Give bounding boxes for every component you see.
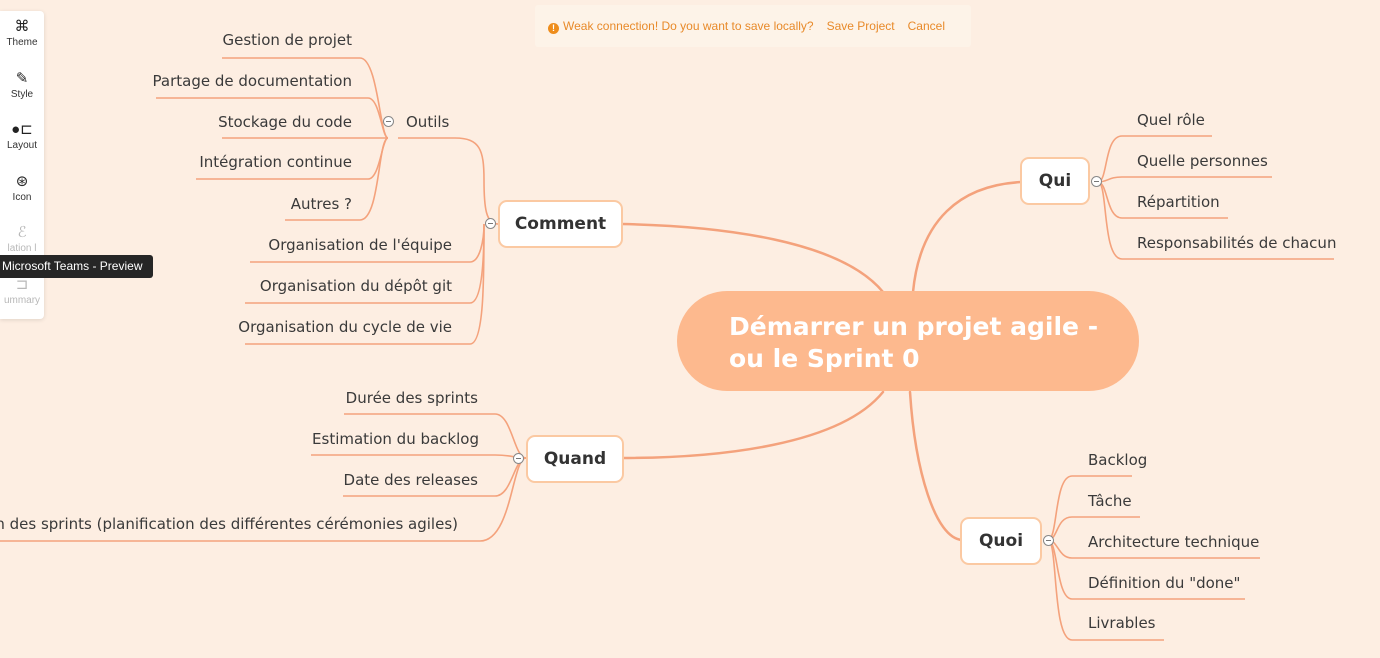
style-label: Style	[10, 89, 34, 100]
branch-qui	[911, 180, 1024, 294]
subtopic-autres[interactable]: Autres ?	[290, 195, 352, 213]
topic-comment-label: Comment	[514, 214, 607, 234]
subtopic-repartition[interactable]: Répartition	[1137, 193, 1220, 211]
style-icon: ✎	[15, 70, 29, 87]
subtopic-definition-done[interactable]: Définition du "done"	[1088, 574, 1241, 592]
collapse-qui-toggle[interactable]	[1091, 176, 1102, 187]
summary-button[interactable]: ⊐ ummary	[0, 276, 44, 308]
subtopic-organisation-cycle-vie[interactable]: Organisation du cycle de vie	[238, 318, 452, 336]
collapse-comment-toggle[interactable]	[485, 218, 496, 229]
topic-quoi[interactable]: Quoi	[960, 517, 1042, 565]
central-topic[interactable]: Démarrer un projet agile - ou le Sprint …	[677, 291, 1139, 391]
relation-label: lation l	[7, 243, 37, 254]
topic-quoi-label: Quoi	[978, 531, 1024, 551]
subtopic-organisation-sprints[interactable]: sation des sprints (planification des di…	[0, 515, 458, 533]
subtopic-backlog[interactable]: Backlog	[1088, 451, 1148, 469]
relation-icon: ℰ	[17, 224, 27, 241]
topic-quand[interactable]: Quand	[526, 435, 624, 483]
subtopic-stockage-code[interactable]: Stockage du code	[218, 113, 352, 131]
style-button[interactable]: ✎ Style	[0, 70, 44, 102]
tooltip: Microsoft Teams - Preview	[0, 255, 153, 278]
theme-button[interactable]: ⌘ Theme	[0, 18, 44, 50]
save-project-button[interactable]: Save Project	[826, 19, 895, 33]
collapse-quand-toggle[interactable]	[513, 453, 524, 464]
subtopic-date-releases[interactable]: Date des releases	[343, 471, 478, 489]
branch-quand	[620, 390, 885, 460]
layout-icon: ●⊏	[11, 121, 33, 138]
subtopic-quelle-personnes[interactable]: Quelle personnes	[1137, 152, 1268, 170]
summary-label: ummary	[3, 295, 41, 306]
layout-button[interactable]: ●⊏ Layout	[0, 121, 44, 153]
summary-icon: ⊐	[15, 276, 29, 293]
subtopic-architecture-technique[interactable]: Architecture technique	[1088, 533, 1260, 551]
subtopic-livrables[interactable]: Livrables	[1088, 614, 1156, 632]
subtopic-gestion-projet[interactable]: Gestion de projet	[222, 31, 353, 49]
collapse-outils-toggle[interactable]	[383, 116, 394, 127]
subtopic-organisation-equipe[interactable]: Organisation de l'équipe	[268, 236, 452, 254]
subtopic-estimation-backlog[interactable]: Estimation du backlog	[312, 430, 479, 448]
icon-icon: ⊛	[15, 173, 29, 190]
subtopic-outils[interactable]: Outils	[406, 113, 450, 131]
branch-quoi	[908, 390, 964, 542]
theme-label: Theme	[6, 37, 38, 48]
warning-icon: !	[548, 23, 559, 34]
topic-qui-label: Qui	[1038, 171, 1072, 191]
cancel-button[interactable]: Cancel	[907, 19, 945, 33]
topic-comment[interactable]: Comment	[498, 200, 623, 248]
subtopic-tache[interactable]: Tâche	[1088, 492, 1132, 510]
layout-label: Layout	[6, 140, 38, 151]
subtopic-partage-documentation[interactable]: Partage de documentation	[152, 72, 352, 90]
subtopic-organisation-depot-git[interactable]: Organisation du dépôt git	[259, 277, 452, 295]
warning-message: Weak connection! Do you want to save loc…	[563, 19, 814, 33]
central-topic-line1: Démarrer un projet agile -	[729, 312, 1099, 341]
central-topic-line2: ou le Sprint 0	[729, 344, 920, 373]
collapse-quoi-toggle[interactable]	[1043, 535, 1054, 546]
subtopic-organisation-sprints-label: sation des sprints (planification des di…	[0, 515, 458, 533]
theme-icon: ⌘	[14, 18, 30, 35]
subtopic-duree-sprints[interactable]: Durée des sprints	[345, 389, 478, 407]
branch-comment	[620, 222, 885, 294]
relation-button[interactable]: ℰ lation l	[0, 224, 44, 256]
topic-quand-label: Quand	[543, 449, 607, 469]
subtopic-responsabilites[interactable]: Responsabilités de chacun	[1137, 234, 1337, 252]
topic-qui[interactable]: Qui	[1020, 157, 1090, 205]
weak-connection-banner: ! Weak connection! Do you want to save lo…	[535, 5, 971, 47]
icon-button[interactable]: ⊛ Icon	[0, 173, 44, 205]
subtopic-quel-role[interactable]: Quel rôle	[1137, 111, 1205, 129]
subtopic-integration-continue[interactable]: Intégration continue	[199, 153, 352, 171]
icon-label: Icon	[12, 192, 32, 203]
